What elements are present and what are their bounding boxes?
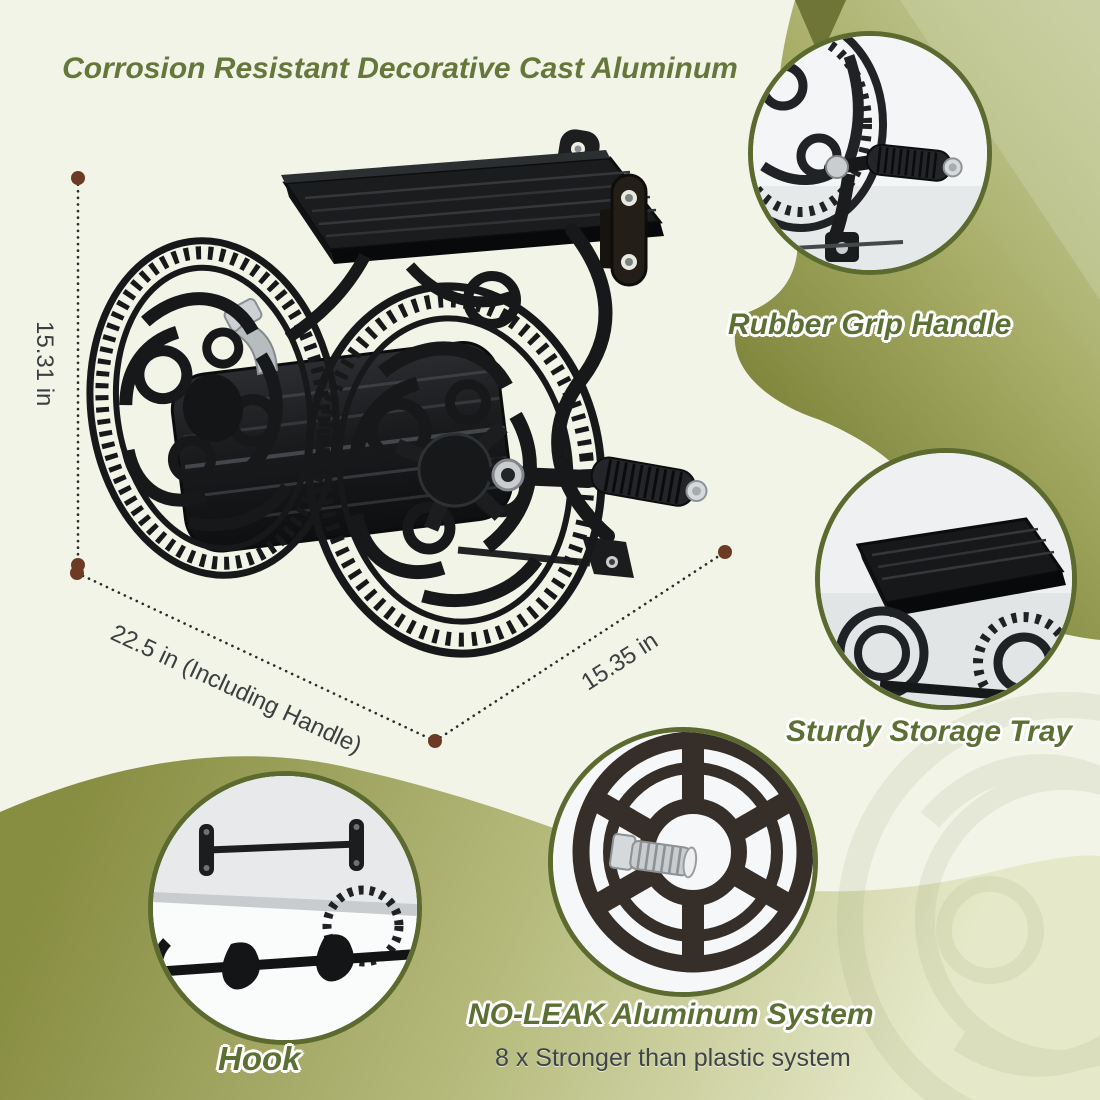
wall-hook-bar	[199, 819, 364, 876]
right-wheel	[304, 282, 606, 658]
storage-tray-top	[281, 150, 664, 264]
callout-label-no-leak: NO-LEAK Aluminum System	[468, 998, 874, 1031]
width-dim-line	[75, 571, 437, 743]
crank-handle	[486, 456, 708, 507]
callout-no-leak-photo	[548, 727, 818, 997]
callout-label-rubber-grip: Rubber Grip Handle	[728, 308, 1012, 341]
height-dimension-label: 15.31 in	[31, 321, 58, 407]
callout-label-hook: Hook	[218, 1040, 301, 1077]
callout-subtext-no-leak: 8 x Stronger than plastic system	[495, 1044, 851, 1072]
wall-bracket	[600, 173, 648, 287]
dimension-endpoints	[70, 171, 732, 748]
watermark-wheel	[837, 692, 1100, 1100]
frame-left-arm	[284, 253, 371, 343]
rubber-grip	[590, 456, 708, 507]
callout-hook-photo	[148, 771, 422, 1045]
product-illustration	[86, 129, 708, 658]
page-title: Corrosion Resistant Decorative Cast Alum…	[62, 52, 738, 85]
callout-storage-tray-photo	[815, 448, 1077, 710]
dimension-lines	[75, 176, 727, 743]
callout-rubber-grip-photo	[748, 31, 992, 275]
callout-label-storage-tray: Sturdy Storage Tray	[786, 715, 1073, 748]
olive-wedge	[795, 0, 846, 58]
